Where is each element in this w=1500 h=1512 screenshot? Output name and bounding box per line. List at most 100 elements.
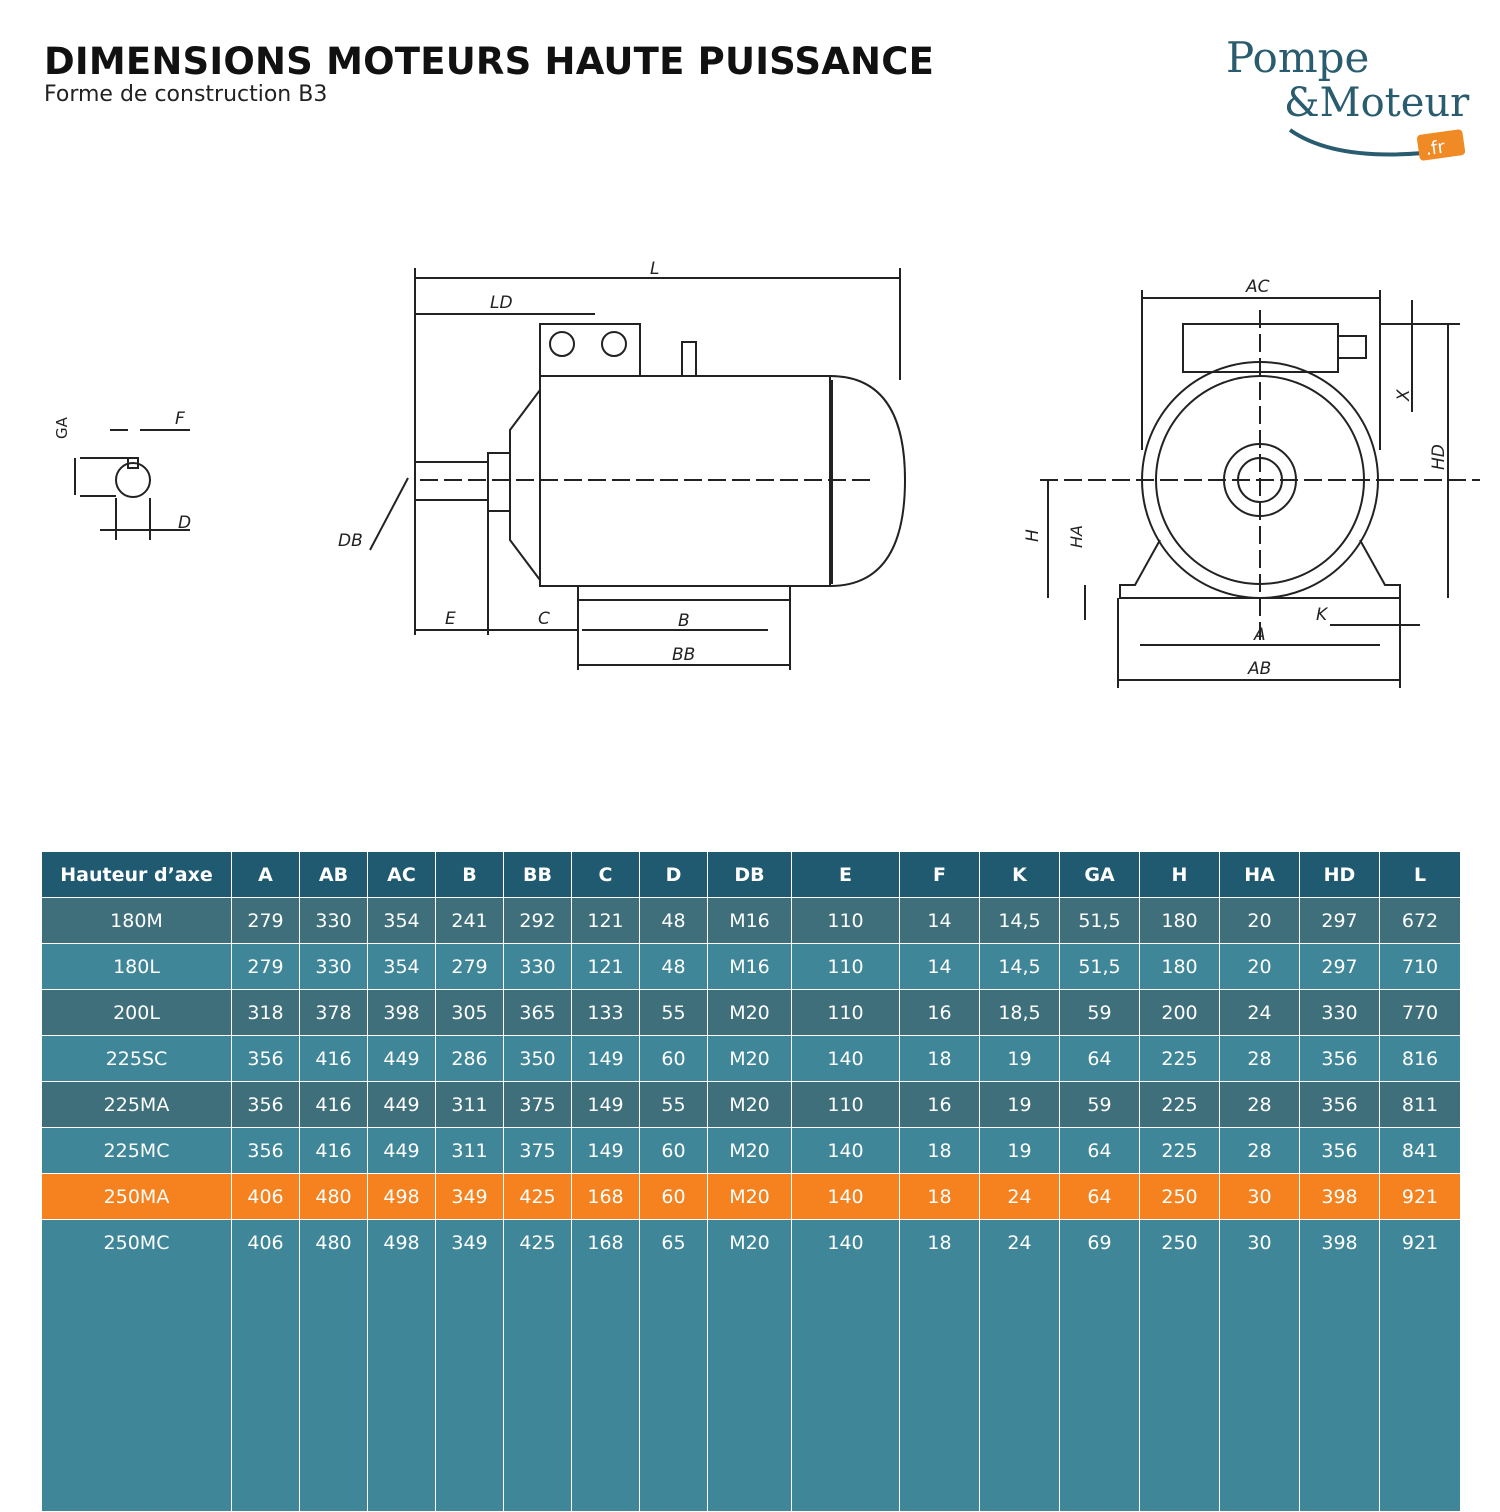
table-cell: 64: [1059, 1035, 1140, 1082]
table-cell: 180L: [41, 943, 232, 990]
logo-line2: &Moteur: [1284, 80, 1470, 126]
table-cell: 311: [435, 1127, 504, 1174]
table-cell: 250MC: [41, 1219, 232, 1512]
table-cell: 140: [791, 1219, 900, 1512]
table-cell: 349: [435, 1219, 504, 1512]
table-cell: 69: [1059, 1219, 1140, 1512]
table-cell: 60: [639, 1127, 708, 1174]
table-cell: 250: [1139, 1173, 1220, 1220]
table-cell: 250: [1139, 1219, 1220, 1512]
label-x: X: [1394, 389, 1414, 402]
table-cell: 14,5: [979, 943, 1060, 990]
table-cell: 48: [639, 943, 708, 990]
label-ga: GA: [53, 416, 71, 439]
table-cell: 356: [231, 1035, 300, 1082]
table-cell: 498: [367, 1219, 436, 1512]
table-cell: 51,5: [1059, 943, 1140, 990]
table-cell: 28: [1219, 1081, 1300, 1128]
logo-badge-text: .fr: [1424, 137, 1447, 161]
table-cell: 20: [1219, 943, 1300, 990]
table-cell: 710: [1379, 943, 1461, 990]
table-cell: 354: [367, 897, 436, 944]
table-cell: 279: [231, 943, 300, 990]
table-cell: 225MA: [41, 1081, 232, 1128]
table-cell: 16: [899, 989, 980, 1036]
column-header: AB: [299, 851, 368, 898]
table-cell: 60: [639, 1035, 708, 1082]
table-cell: 24: [979, 1173, 1060, 1220]
table-cell: 110: [791, 897, 900, 944]
table-cell: 149: [571, 1127, 640, 1174]
table-cell: 330: [299, 897, 368, 944]
column-header: A: [231, 851, 300, 898]
column-header: B: [435, 851, 504, 898]
table-cell: 811: [1379, 1081, 1461, 1128]
table-cell: 375: [503, 1127, 572, 1174]
table-cell: M20: [707, 1035, 792, 1082]
table-cell: 20: [1219, 897, 1300, 944]
table-cell: 140: [791, 1127, 900, 1174]
table-cell: 28: [1219, 1127, 1300, 1174]
table-cell: 110: [791, 943, 900, 990]
table-cell: 416: [299, 1127, 368, 1174]
table-cell: 225: [1139, 1127, 1220, 1174]
column-header: Hauteur d’axe: [41, 851, 232, 898]
table-cell: 356: [1299, 1127, 1380, 1174]
table-cell: 279: [231, 897, 300, 944]
table-cell: 375: [503, 1081, 572, 1128]
table-cell: 354: [367, 943, 436, 990]
table-cell: 48: [639, 897, 708, 944]
table-cell: 225: [1139, 1035, 1220, 1082]
side-view: L LD DB E C B BB: [338, 259, 907, 670]
table-cell: 425: [503, 1219, 572, 1512]
label-f: F: [175, 409, 185, 429]
table-cell: 200L: [41, 989, 232, 1036]
label-c: C: [538, 609, 550, 629]
table-cell: 356: [1299, 1081, 1380, 1128]
table-cell: 121: [571, 897, 640, 944]
table-cell: 19: [979, 1127, 1060, 1174]
table-cell: M20: [707, 1127, 792, 1174]
table-cell: M20: [707, 1219, 792, 1512]
table-cell: 305: [435, 989, 504, 1036]
table-cell: 398: [367, 989, 436, 1036]
table-cell: 168: [571, 1219, 640, 1512]
table-cell: 60: [639, 1173, 708, 1220]
label-ac: AC: [1245, 277, 1270, 297]
column-header: HA: [1219, 851, 1300, 898]
table-cell: 59: [1059, 989, 1140, 1036]
table-cell: 416: [299, 1081, 368, 1128]
table-cell: 51,5: [1059, 897, 1140, 944]
table-cell: 59: [1059, 1081, 1140, 1128]
table-cell: 330: [1299, 989, 1380, 1036]
table-cell: 311: [435, 1081, 504, 1128]
table-cell: 356: [231, 1127, 300, 1174]
column-header: HD: [1299, 851, 1380, 898]
column-header: DB: [707, 851, 792, 898]
table-cell: 816: [1379, 1035, 1461, 1082]
front-view: AC X HD H HA K A AB: [1023, 277, 1480, 688]
label-b: B: [678, 611, 690, 631]
label-k: K: [1316, 605, 1329, 625]
label-ab: AB: [1247, 659, 1271, 679]
table-cell: 110: [791, 989, 900, 1036]
table-cell: M20: [707, 1081, 792, 1128]
table-cell: 110: [791, 1081, 900, 1128]
table-cell: 168: [571, 1173, 640, 1220]
table-cell: 921: [1379, 1173, 1461, 1220]
table-cell: 18,5: [979, 989, 1060, 1036]
table-cell: 425: [503, 1173, 572, 1220]
table-cell: 841: [1379, 1127, 1461, 1174]
table-cell: 398: [1299, 1219, 1380, 1512]
table-cell: 121: [571, 943, 640, 990]
table-cell: 672: [1379, 897, 1461, 944]
table-cell: 19: [979, 1035, 1060, 1082]
table-cell: 14,5: [979, 897, 1060, 944]
table-cell: 55: [639, 989, 708, 1036]
column-header: L: [1379, 851, 1461, 898]
table-cell: M20: [707, 989, 792, 1036]
table-cell: 225SC: [41, 1035, 232, 1082]
